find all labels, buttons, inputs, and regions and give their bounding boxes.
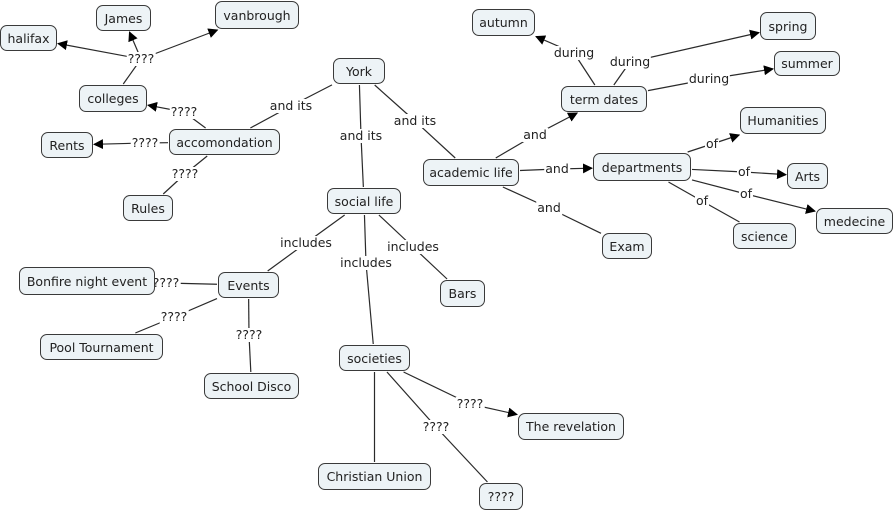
link-label[interactable]: includes [279,235,333,250]
concept-node-accomondation[interactable]: accomondation [169,129,280,155]
concept-node-rents[interactable]: Rents [41,132,93,158]
concept-node-colleges[interactable]: colleges [79,85,147,112]
link-label[interactable]: ???? [234,327,264,342]
concept-node-autumn[interactable]: autumn [472,9,535,36]
link-label[interactable]: of [704,136,720,151]
concept-node-science[interactable]: science [733,223,796,249]
link-label[interactable]: and [522,127,548,142]
link-line-l15-in [386,371,437,428]
concept-node-spring[interactable]: spring [760,12,816,40]
link-label[interactable]: and [536,200,562,215]
concept-node-revelation[interactable]: The revelation [518,413,624,440]
link-line-l24-in [691,168,745,173]
concept-node-medecine[interactable]: medecine [816,208,893,234]
link-label[interactable]: and its [268,98,314,113]
concept-node-arts[interactable]: Arts [787,163,828,189]
link-label[interactable]: and its [338,128,384,143]
concept-node-bars[interactable]: Bars [440,280,485,307]
concept-node-departments[interactable]: departments [593,153,691,181]
link-label[interactable]: ???? [126,51,156,66]
link-label[interactable]: during [552,45,596,60]
concept-node-halifax[interactable]: halifax [0,25,57,51]
link-line-l2-in [358,84,362,137]
link-label[interactable]: ???? [159,309,189,324]
link-line-l2-out-social-life [360,135,364,188]
concept-node-events[interactable]: Events [218,272,279,298]
concept-node-james[interactable]: James [96,5,151,31]
concept-node-christian-union[interactable]: Christian Union [318,463,431,490]
concept-node-unknown-society[interactable]: ???? [479,483,523,510]
link-label[interactable]: of [738,186,754,201]
link-line-l25-out-medecine [745,193,816,214]
concept-node-disco[interactable]: School Disco [204,373,299,399]
link-label[interactable]: and its [392,113,438,128]
concept-node-exam[interactable]: Exam [602,233,652,259]
link-line-l9-in [363,214,367,264]
link-label[interactable]: during [608,54,652,69]
concept-node-societies[interactable]: societies [339,345,410,371]
concept-node-pool[interactable]: Pool Tournament [40,334,163,360]
link-label[interactable]: during [687,71,731,86]
link-label[interactable]: ???? [170,166,200,181]
concept-node-academic-life[interactable]: academic life [423,159,519,186]
link-label[interactable]: of [736,164,752,179]
link-label[interactable]: ???? [169,104,199,119]
link-line-l15-out-unknown-society [435,426,488,483]
concept-node-humanities[interactable]: Humanities [740,107,826,134]
concept-node-rules[interactable]: Rules [123,195,173,221]
concept-node-york[interactable]: York [333,58,385,84]
concept-node-bonfire[interactable]: Bonfire night event [19,267,155,295]
link-label[interactable]: ???? [151,275,181,290]
link-line-l21-out-spring [629,29,760,63]
link-label[interactable]: ???? [421,419,451,434]
concept-node-social-life[interactable]: social life [327,188,401,214]
link-line-l25-in [691,179,747,195]
concept-node-summer[interactable]: summer [774,51,840,76]
link-label[interactable]: ???? [455,396,485,411]
link-label[interactable]: ???? [130,135,160,150]
link-label[interactable]: includes [386,239,440,254]
link-label[interactable]: and [544,161,570,176]
link-label[interactable]: of [694,193,710,208]
link-line-l9-out-societies [365,262,374,345]
link-label[interactable]: includes [339,255,393,270]
concept-node-term-dates[interactable]: term dates [561,86,647,112]
concept-node-vanbrough[interactable]: vanbrough [215,1,299,29]
